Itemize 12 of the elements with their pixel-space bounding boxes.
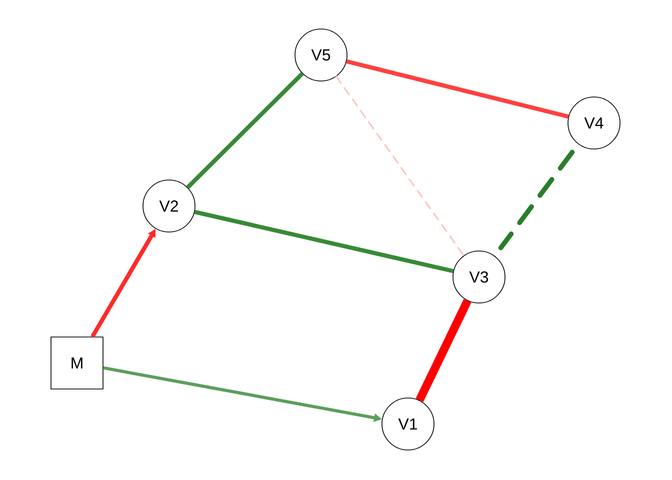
circle-node: V3: [452, 250, 506, 304]
connector-line: [194, 210, 454, 274]
square-node: M: [50, 336, 104, 390]
connector-line: [498, 150, 575, 250]
connector-line: [186, 72, 304, 189]
circle-node: V5: [294, 28, 348, 82]
circle-node: V4: [568, 96, 620, 150]
connector-line: [346, 59, 569, 119]
connector-line: [416, 298, 472, 402]
circle-node: V1: [382, 398, 434, 450]
connector-line: [336, 76, 464, 256]
circle-node: V2: [142, 180, 196, 232]
